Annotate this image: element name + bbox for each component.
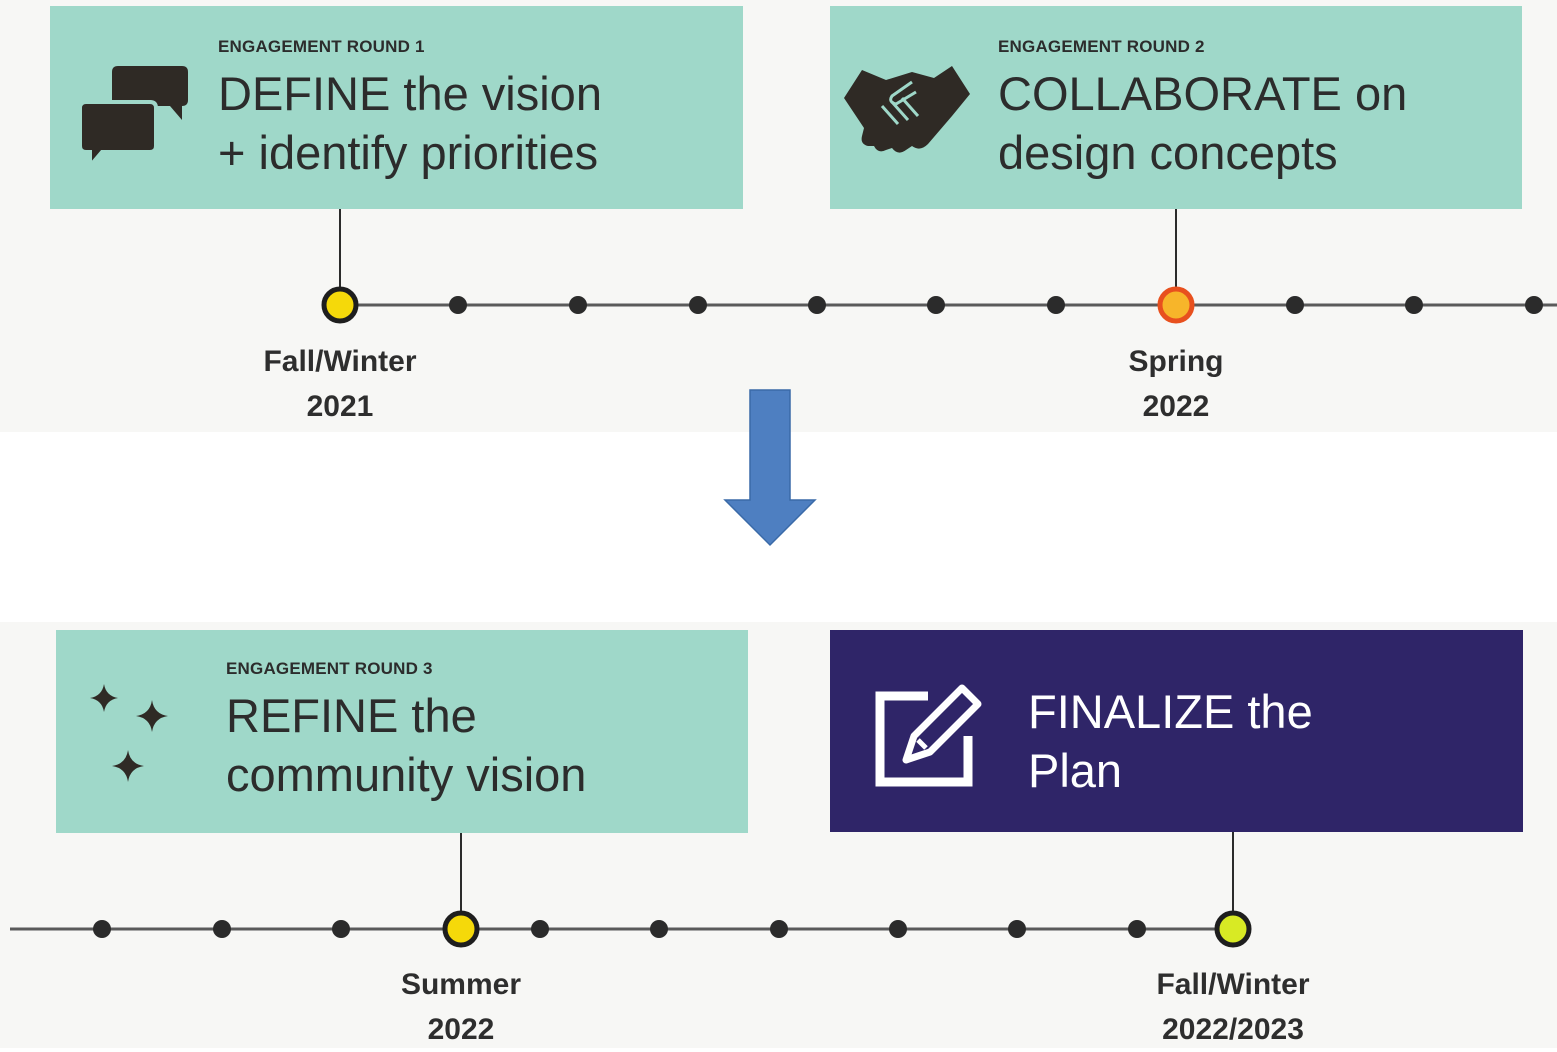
timeline-dot [889, 920, 907, 938]
timeline-dot [770, 920, 788, 938]
timeline-dot [808, 296, 826, 314]
timeline-dot [1405, 296, 1423, 314]
finalize-date-season: Fall/Winter [1156, 968, 1310, 1001]
timeline-dot [1286, 296, 1304, 314]
round-2-date-season: Spring [1128, 345, 1224, 378]
finalize-date-year: 2022/2023 [1162, 1013, 1304, 1046]
timeline-dot [93, 920, 111, 938]
round-3-heading-line-2: community vision [226, 748, 587, 801]
timeline-dot [569, 296, 587, 314]
milestone-marker-round-3 [442, 910, 480, 948]
milestone-marker-round-1 [321, 286, 359, 324]
round-1-heading-line-1: DEFINE the vision [218, 67, 602, 120]
timeline-dot [213, 920, 231, 938]
round-1-date-year: 2021 [306, 390, 374, 423]
finalize-date: Fall/Winter 2022/2023 [1103, 962, 1363, 1052]
edit-document-icon [874, 678, 986, 793]
timeline-dot [1047, 296, 1065, 314]
round-2-date: Spring 2022 [1046, 339, 1306, 429]
round-1-heading: DEFINE the vision + identify priorities [218, 64, 602, 182]
milestone-marker-finalize [1214, 910, 1252, 948]
round-1-card: ENGAGEMENT ROUND 1 DEFINE the vision + i… [50, 6, 743, 209]
timeline-dot [927, 296, 945, 314]
timeline-dot [449, 296, 467, 314]
round-2-card: ENGAGEMENT ROUND 2 COLLABORATE on design… [830, 6, 1522, 209]
timeline-dot [1128, 920, 1146, 938]
milestone-marker-round-2 [1157, 286, 1195, 324]
round-2-heading-line-2: design concepts [998, 126, 1338, 179]
timeline-dot [531, 920, 549, 938]
finalize-heading-line-2: Plan [1028, 744, 1123, 797]
round-1-date: Fall/Winter 2021 [210, 339, 470, 429]
sparkles-icon [88, 678, 172, 803]
timeline-dot [650, 920, 668, 938]
finalize-heading: FINALIZE the Plan [1028, 682, 1313, 800]
round-3-card: ENGAGEMENT ROUND 3 REFINE the community … [56, 630, 748, 833]
timeline-dot [1525, 296, 1543, 314]
finalize-heading-line-1: FINALIZE the [1028, 685, 1313, 738]
round-3-date: Summer 2022 [331, 962, 591, 1052]
speech-bubbles-icon [78, 62, 190, 172]
round-2-heading-line-1: COLLABORATE on [998, 67, 1408, 120]
finalize-card: FINALIZE the Plan [830, 630, 1523, 832]
timeline-dot [1008, 920, 1026, 938]
down-arrow [723, 389, 817, 547]
round-3-heading-line-1: REFINE the [226, 689, 477, 742]
handshake-icon [842, 58, 972, 163]
timeline-dot [332, 920, 350, 938]
round-3-label: ENGAGEMENT ROUND 3 [226, 659, 433, 678]
round-1-label: ENGAGEMENT ROUND 1 [218, 37, 425, 56]
round-3-heading: REFINE the community vision [226, 686, 586, 804]
round-3-date-season: Summer [400, 968, 522, 1001]
round-2-heading: COLLABORATE on design concepts [998, 64, 1407, 182]
round-2-date-year: 2022 [1142, 390, 1210, 423]
round-3-date-year: 2022 [427, 1013, 495, 1046]
timeline-dot [689, 296, 707, 314]
round-1-date-season: Fall/Winter [263, 345, 417, 378]
round-1-heading-line-2: + identify priorities [218, 126, 599, 179]
round-2-label: ENGAGEMENT ROUND 2 [998, 37, 1205, 56]
